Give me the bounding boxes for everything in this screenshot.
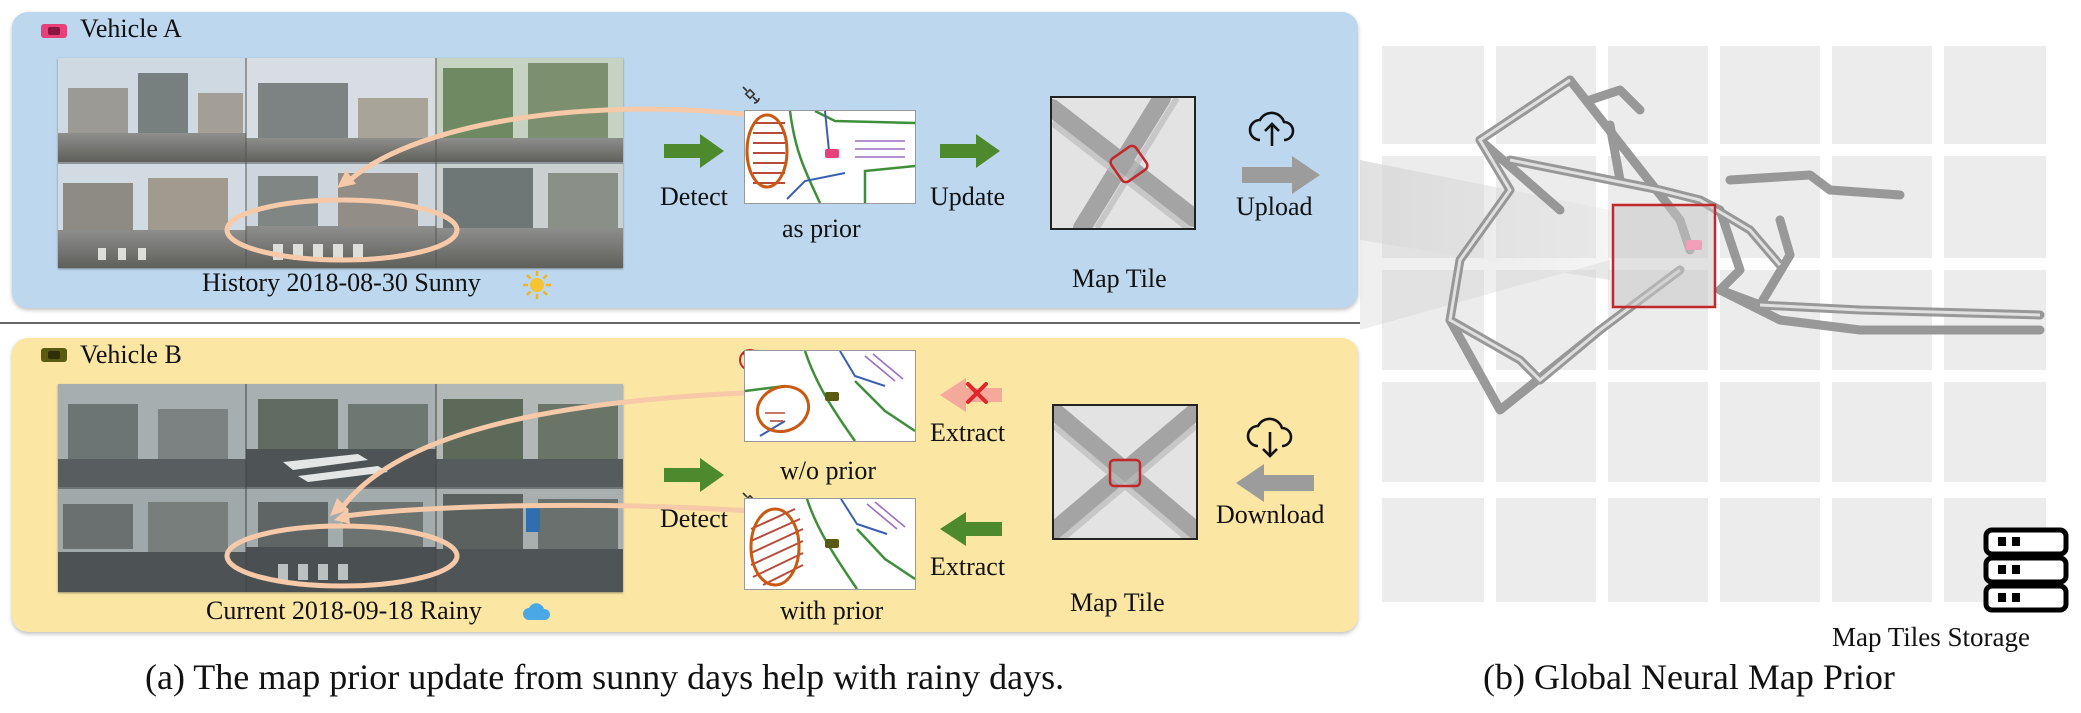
- panel-divider: [0, 322, 1360, 324]
- update-label: Update: [930, 182, 1006, 211]
- history-highlight-ellipse: [224, 106, 761, 263]
- extract-label-bottom: Extract: [930, 552, 1006, 581]
- satellite-icon: [740, 84, 762, 106]
- without-prior-caption: w/o prior: [780, 456, 877, 485]
- map-with-prior: [744, 498, 916, 590]
- detect-arrow-b: [664, 458, 724, 492]
- detect-arrow-a: [664, 134, 724, 168]
- prior-map-a: [744, 110, 916, 204]
- caption-left: (a) The map prior update from sunny days…: [145, 657, 1065, 697]
- update-arrow: [940, 134, 1000, 168]
- upload-label: Upload: [1236, 192, 1313, 221]
- sun-icon: [522, 270, 552, 300]
- history-caption: History 2018-08-30 Sunny: [202, 268, 481, 297]
- current-highlight-ellipse: [224, 389, 766, 589]
- upload-arrow: [1242, 156, 1320, 194]
- vehicle-a-label: Vehicle A: [80, 14, 182, 43]
- cloud-icon: [522, 602, 552, 622]
- car-icon: [40, 22, 68, 40]
- history-camera-views: [58, 58, 623, 268]
- detect-label-b: Detect: [660, 504, 728, 533]
- map-tile-a: [1050, 96, 1196, 230]
- extract-arrow: [940, 512, 1002, 546]
- global-neural-map: [1360, 46, 2046, 602]
- map-tile-b: [1052, 404, 1198, 540]
- map-without-prior: [744, 350, 916, 442]
- tile-caption-a: Map Tile: [1072, 264, 1167, 293]
- download-label: Download: [1216, 500, 1325, 529]
- with-prior-caption: with prior: [780, 596, 884, 625]
- extract-arrow-blocked: [940, 378, 1002, 412]
- cross-icon: [964, 380, 990, 406]
- cloud-upload-icon: [1248, 108, 1296, 148]
- cloud-download-icon: [1246, 416, 1294, 458]
- prior-caption-a: as prior: [782, 214, 861, 243]
- caption-right: (b) Global Neural Map Prior: [1483, 657, 1895, 697]
- server-icon: [1982, 526, 2072, 614]
- tile-caption-b: Map Tile: [1070, 588, 1165, 617]
- vehicle-b-label: Vehicle B: [80, 340, 182, 369]
- download-arrow: [1236, 464, 1314, 502]
- detect-label-a: Detect: [660, 182, 728, 211]
- current-caption: Current 2018-09-18 Rainy: [206, 596, 482, 625]
- car-icon: [40, 346, 68, 364]
- extract-label-top: Extract: [930, 418, 1006, 447]
- storage-label: Map Tiles Storage: [1832, 622, 2031, 652]
